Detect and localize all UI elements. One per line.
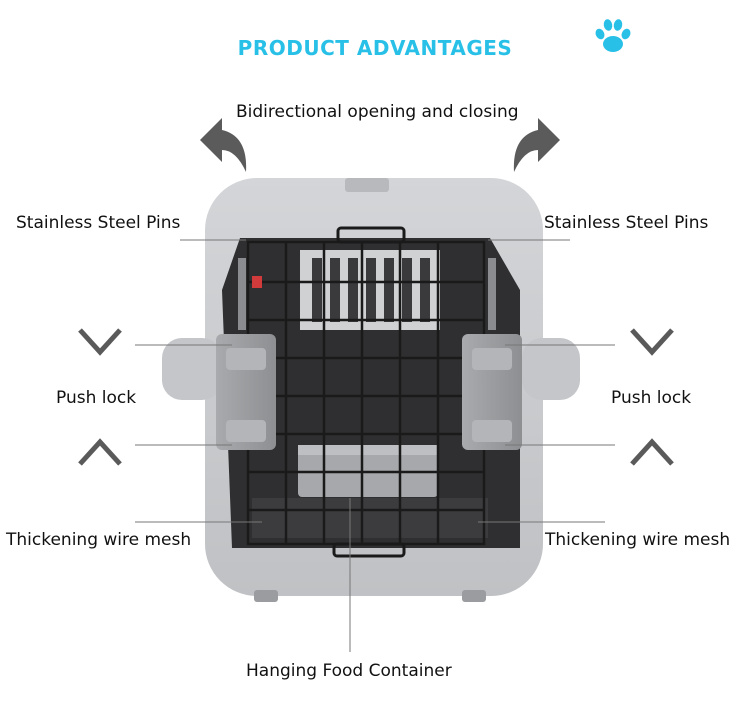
label-push-lock-right: Push lock: [611, 388, 692, 408]
leader-lines: [135, 239, 615, 652]
page-title: PRODUCT ADVANTAGES: [237, 36, 513, 60]
chevron-down-icon: [630, 328, 674, 356]
chevron-up-icon: [78, 438, 122, 466]
label-push-lock-left: Push lock: [56, 388, 137, 408]
label-bidirectional: Bidirectional opening and closing: [236, 102, 519, 122]
label-pins-left: Stainless Steel Pins: [16, 213, 181, 233]
paw-icon: [595, 19, 631, 52]
pet-carrier: [162, 178, 580, 602]
curved-arrow-right-icon: [513, 118, 560, 172]
chevron-down-icon: [78, 328, 122, 356]
label-mesh-left: Thickening wire mesh: [6, 530, 192, 550]
curved-arrow-left-icon: [200, 118, 247, 172]
chevron-up-icon: [630, 438, 674, 466]
label-food-container: Hanging Food Container: [246, 661, 452, 681]
label-pins-right: Stainless Steel Pins: [544, 213, 709, 233]
label-mesh-right: Thickening wire mesh: [545, 530, 731, 550]
